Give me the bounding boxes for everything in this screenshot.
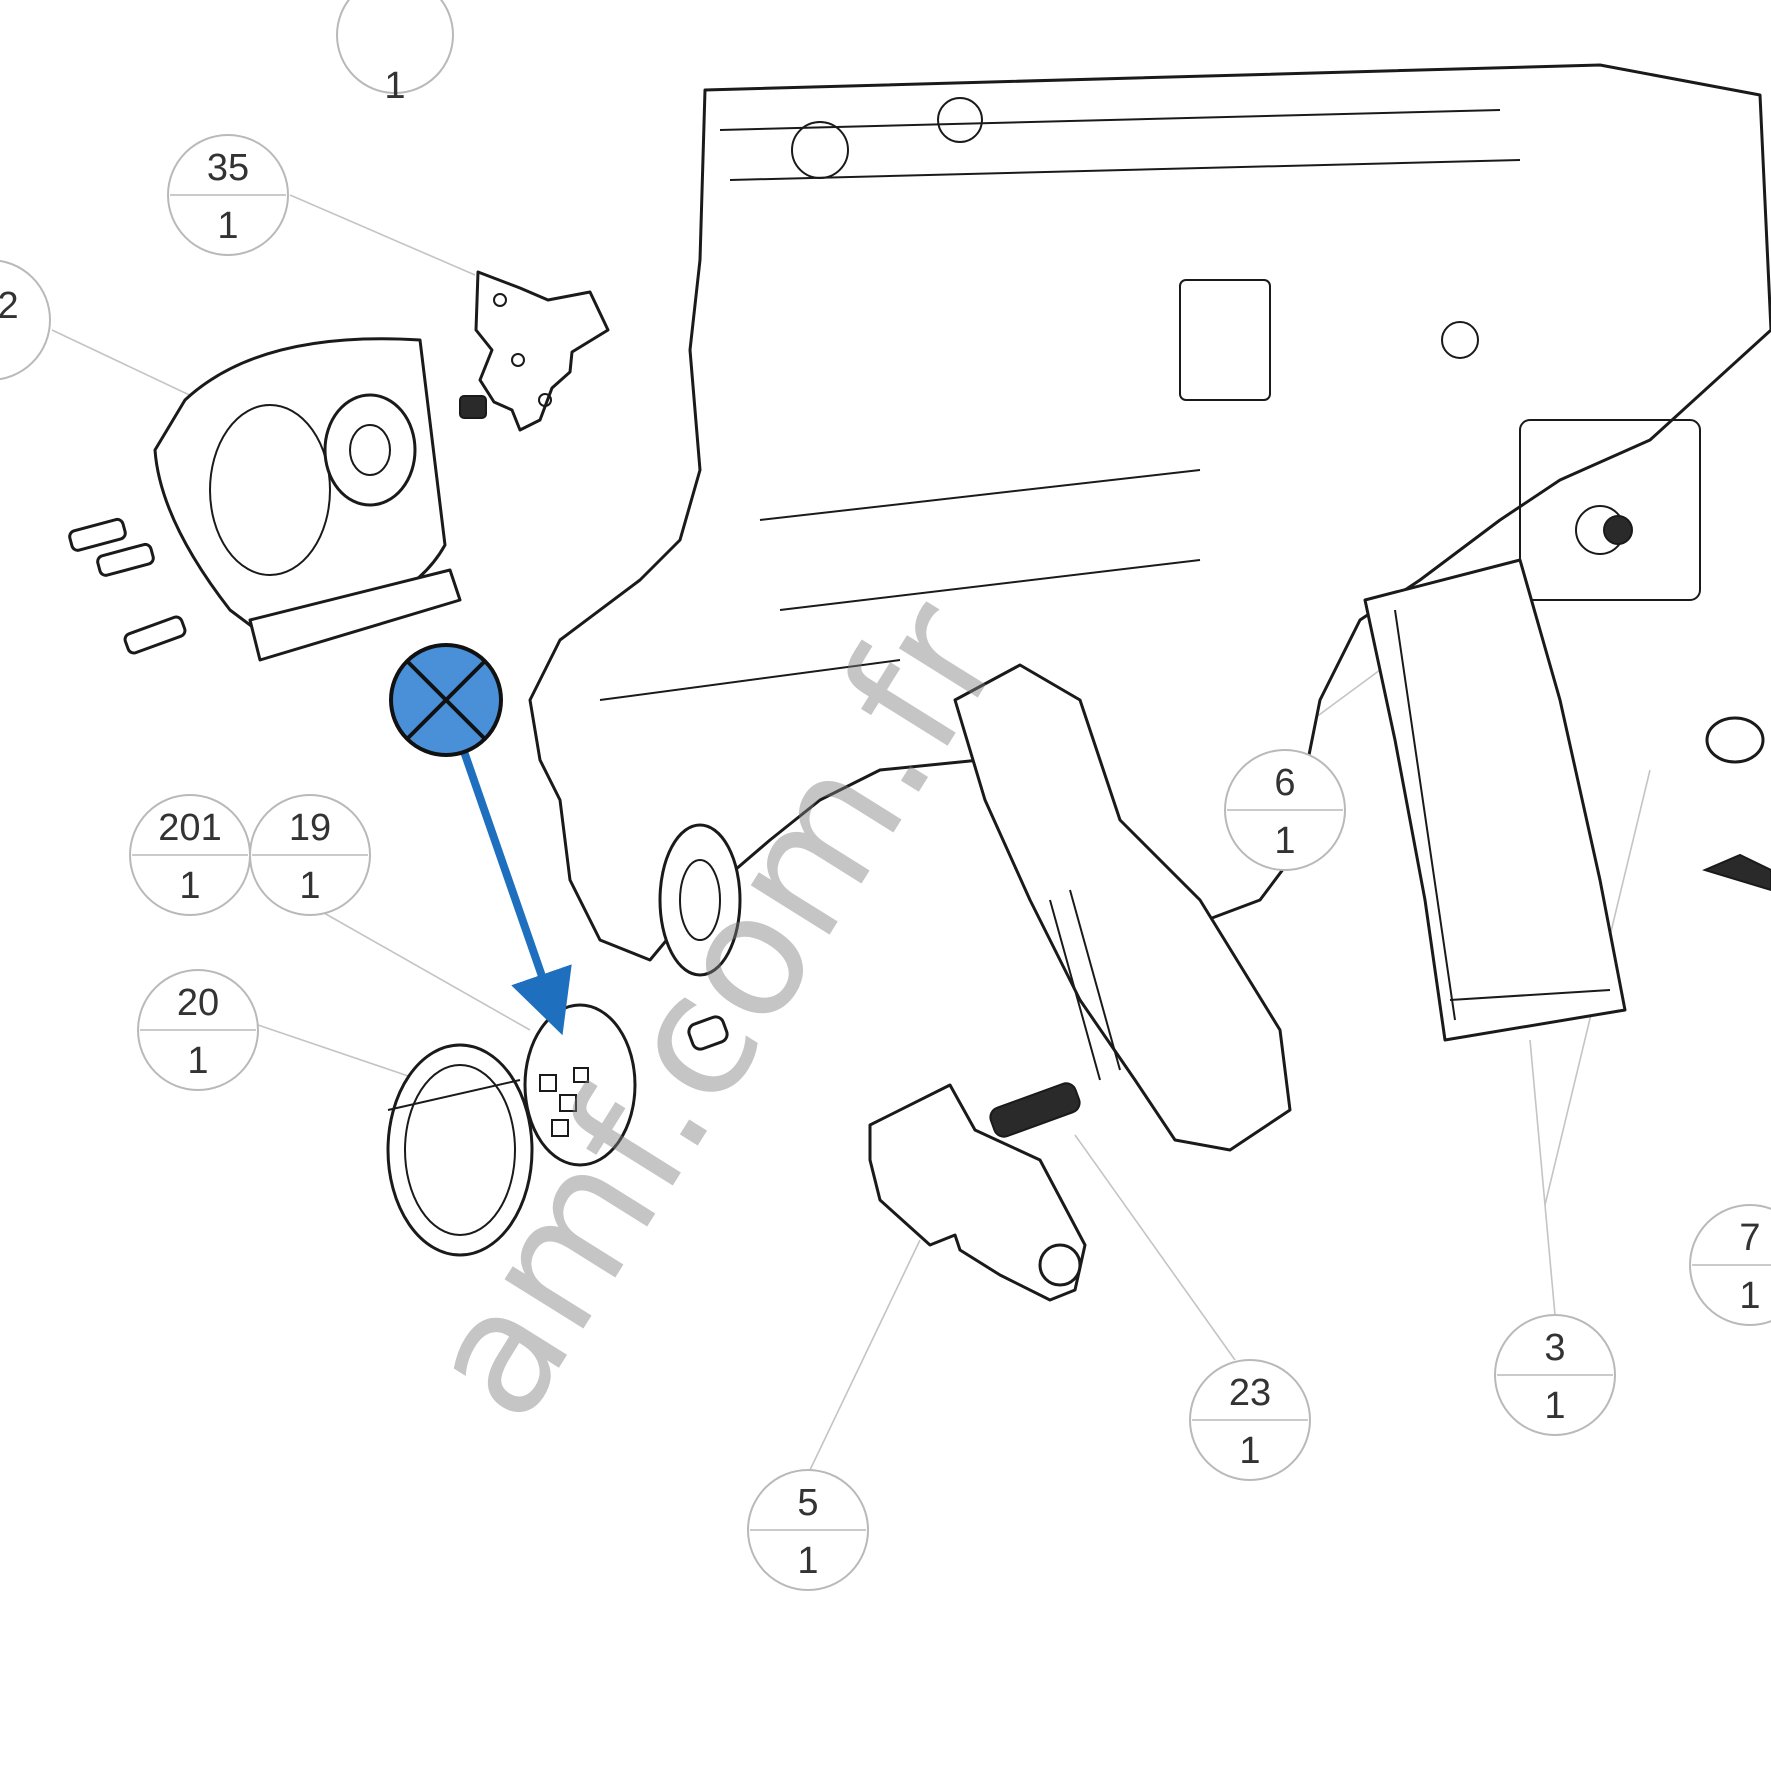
balloon-23: 23 1 <box>1189 1359 1311 1481</box>
receiver-body <box>528 63 1771 977</box>
balloons: 1 35 1 2 201 1 19 1 20 1 <box>0 0 1771 1591</box>
balloon-201-qty: 1 <box>179 865 200 907</box>
balloon-7-number: 7 <box>1739 1217 1760 1259</box>
circled-x-icon <box>389 643 572 1036</box>
balloon-19-qty: 1 <box>299 865 320 907</box>
part-23-spring <box>989 1082 1081 1138</box>
balloon-2-number: 2 <box>0 285 19 327</box>
balloon-201-number: 201 <box>158 807 221 849</box>
pistol-grip <box>953 663 1292 1152</box>
balloon-5-number: 5 <box>797 1482 818 1524</box>
screws-left <box>68 517 187 655</box>
balloon-35-number: 35 <box>207 147 249 189</box>
balloon-23-qty: 1 <box>1239 1430 1260 1472</box>
balloon-7: 7 1 <box>1689 1204 1771 1326</box>
part-20-ring <box>386 1043 534 1257</box>
balloon-7-qty: 1 <box>1739 1275 1760 1317</box>
pointer-arrow <box>456 738 572 1036</box>
balloon-1: 1 <box>336 0 454 107</box>
balloon-19: 19 1 <box>249 794 371 916</box>
part-2-housing <box>68 337 462 662</box>
balloon-20-number: 20 <box>177 982 219 1024</box>
balloon-20: 20 1 <box>137 969 259 1091</box>
balloon-1-number: 1 <box>384 65 405 107</box>
balloon-3-number: 3 <box>1544 1327 1565 1369</box>
balloon-3: 3 1 <box>1494 1314 1616 1436</box>
balloon-20-qty: 1 <box>187 1040 208 1082</box>
part-5-trigger <box>868 1083 1087 1302</box>
balloon-6-qty: 1 <box>1274 820 1295 862</box>
part-6-magazine <box>1363 558 1627 1042</box>
balloon-35-qty: 1 <box>217 205 238 247</box>
balloon-2: 2 <box>0 259 51 381</box>
balloon-5-qty: 1 <box>797 1540 818 1582</box>
balloon-201: 201 1 <box>129 794 251 916</box>
part-19-cap <box>523 1003 729 1167</box>
balloon-23-number: 23 <box>1229 1372 1271 1414</box>
balloon-5: 5 1 <box>747 1469 869 1591</box>
balloon-35: 35 1 <box>167 134 289 256</box>
balloon-6: 6 1 <box>1224 749 1346 871</box>
part-7-pin <box>1702 716 1771 892</box>
balloon-19-number: 19 <box>289 807 331 849</box>
part-35-plate <box>459 270 610 432</box>
balloon-6-number: 6 <box>1274 762 1295 804</box>
balloon-3-qty: 1 <box>1544 1385 1565 1427</box>
